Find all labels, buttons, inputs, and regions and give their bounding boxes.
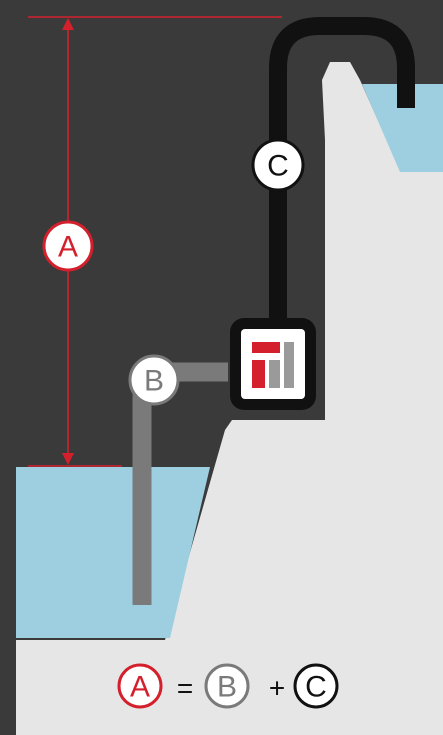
lower-water [16, 467, 210, 638]
dimension-arrow-down-icon [62, 453, 74, 465]
formula-equals-text: = [177, 673, 193, 704]
label-c-text: C [267, 150, 289, 183]
dimension-arrow-up-icon [62, 18, 74, 30]
brand-logo-icon [252, 342, 294, 388]
pump-icon [230, 318, 316, 410]
ground [16, 62, 443, 735]
formula-plus-text: + [269, 673, 285, 704]
label-a-marker: A [42, 220, 94, 272]
upper-water [362, 84, 443, 172]
label-b-text: B [144, 365, 164, 398]
label-c-marker: C [251, 138, 305, 192]
formula: A = B + C [117, 663, 339, 709]
formula-b-text: B [217, 671, 237, 704]
discharge-pipe [269, 17, 415, 318]
label-b-marker: B [128, 354, 180, 406]
formula-c-text: C [305, 671, 327, 704]
label-a-text: A [58, 231, 78, 264]
formula-a-text: A [130, 671, 150, 704]
